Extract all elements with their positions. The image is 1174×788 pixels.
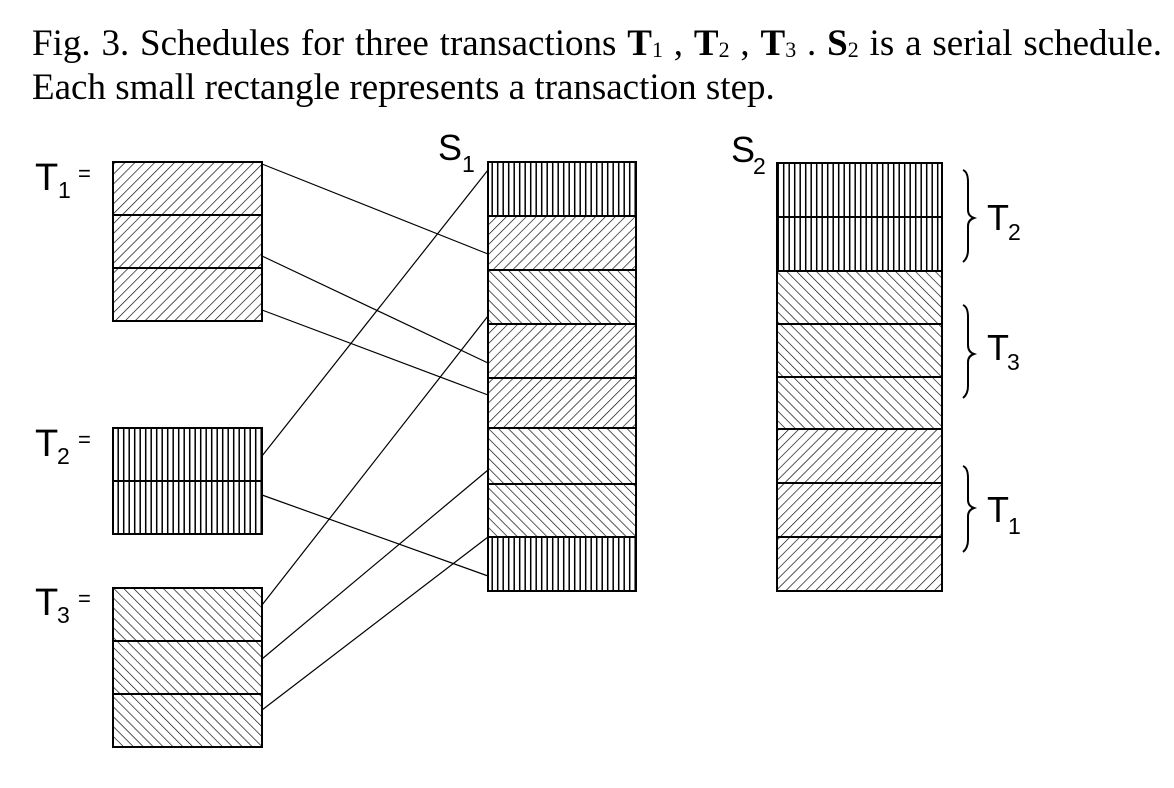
label-t3-equals: = [78, 586, 91, 611]
transaction-t1-block [112, 161, 263, 322]
transaction-t3-block [112, 587, 263, 748]
t2-step-1 [112, 427, 263, 482]
label-t1: T [35, 157, 58, 199]
s1-step-3 [487, 269, 637, 325]
schedule-s1-column [487, 161, 637, 592]
t1-step-3 [112, 267, 263, 322]
brace-t1 [962, 465, 978, 553]
s2-step-4 [776, 323, 943, 378]
s2-braces [962, 169, 978, 553]
label-t2-equals: = [78, 427, 91, 452]
label-s2-group-t1-subscript: 1 [1008, 513, 1021, 539]
s1-step-5 [487, 377, 637, 429]
label-s2-subscript: 2 [753, 153, 766, 179]
brace-t2 [962, 169, 978, 263]
label-s2: S [731, 129, 755, 170]
connector-t3-step1-to-s1 [261, 315, 489, 606]
label-s1-subscript: 1 [462, 151, 475, 177]
s1-step-7 [487, 483, 637, 538]
label-s1: S [438, 127, 462, 168]
transaction-t2-block [112, 427, 263, 535]
brace-t3 [962, 304, 978, 399]
s1-step-4 [487, 323, 637, 379]
s1-step-2 [487, 215, 637, 271]
s2-step-3 [776, 270, 943, 325]
s2-step-6 [776, 428, 943, 484]
label-s2-group-t1: T [987, 489, 1009, 530]
connector-t2-step2-to-s1 [261, 494, 489, 577]
label-t2: T [35, 423, 58, 465]
s2-step-7 [776, 482, 943, 538]
s1-step-1 [487, 161, 637, 217]
s2-step-1 [776, 162, 943, 218]
figure-caption: Fig. 3. Schedules for three transactions… [32, 23, 1163, 108]
s1-step-8 [487, 536, 637, 592]
label-t1-subscript: 1 [58, 177, 71, 203]
t3-step-2 [112, 640, 263, 695]
label-s2-group-t2: T [987, 197, 1009, 238]
t2-step-2 [112, 480, 263, 535]
s2-step-5 [776, 376, 943, 430]
label-t3: T [35, 582, 58, 624]
step-connectors [261, 163, 489, 711]
schedule-s2-column [776, 162, 943, 592]
label-s2-group-t3: T [987, 327, 1009, 368]
connector-t3-step3-to-s1 [261, 536, 489, 711]
t1-step-2 [112, 214, 263, 269]
t1-step-1 [112, 161, 263, 216]
connector-t1-step2-to-s1 [261, 255, 489, 364]
label-s2-group-t3-subscript: 3 [1007, 349, 1020, 375]
s1-step-6 [487, 427, 637, 485]
connector-t3-step2-to-s1 [261, 469, 489, 660]
connector-t2-step1-to-s1 [261, 169, 489, 457]
label-t3-subscript: 3 [57, 602, 70, 628]
connector-t1-step1-to-s1 [261, 163, 489, 255]
label-t2-subscript: 2 [57, 443, 70, 469]
label-t1-equals: = [78, 161, 91, 186]
connector-t1-step3-to-s1 [261, 309, 489, 396]
t3-step-3 [112, 693, 263, 748]
t3-step-1 [112, 587, 263, 642]
s2-step-8 [776, 536, 943, 592]
s2-step-2 [776, 216, 943, 272]
label-s2-group-t2-subscript: 2 [1008, 219, 1021, 245]
